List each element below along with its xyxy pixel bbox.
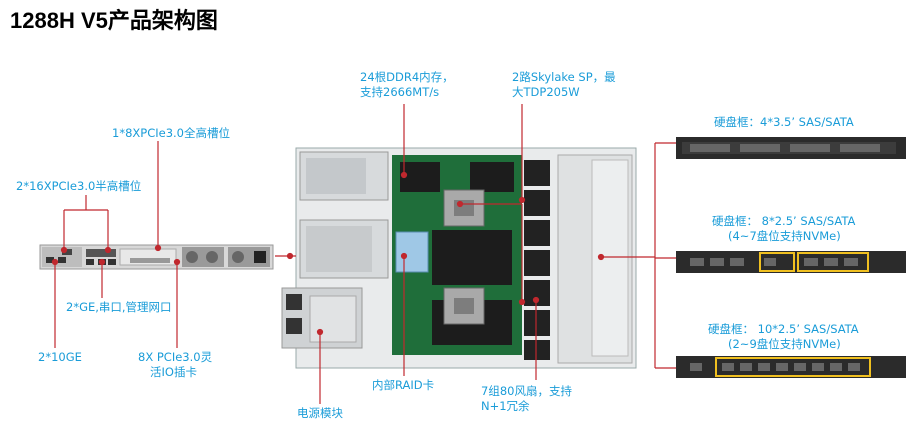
- label-disk-4x3-5: 硬盘框：4*3.5’ SAS/SATA: [714, 115, 854, 129]
- label-cpu-line2: 大TDP205W: [512, 85, 580, 99]
- label-disk-10x2-5-line1: 硬盘框： 10*2.5’ SAS/SATA: [708, 322, 859, 336]
- label-raid: 内部RAID卡: [372, 378, 435, 392]
- label-memory-line2: 支持2666MT/s: [360, 85, 440, 99]
- label-10ge: 2*10GE: [38, 350, 82, 364]
- label-disk-10x2-5-line2: (2~9盘位支持NVMe): [728, 337, 841, 351]
- label-cpu-line1: 2路Skylake SP，最: [512, 70, 616, 84]
- label-ge-serial-mgmt: 2*GE,串口,管理网口: [66, 300, 172, 314]
- front-panel-8x2-5: [676, 251, 906, 273]
- rear-panel: [39, 244, 274, 270]
- leader-lines: [51, 104, 676, 404]
- label-disk-8x2-5-line1: 硬盘框： 8*2.5’ SAS/SATA: [712, 214, 856, 228]
- label-disk-8x2-5-line2: (4~7盘位支持NVMe): [728, 229, 841, 243]
- label-pcie-half-height: 2*16XPCIe3.0半高槽位: [16, 179, 142, 193]
- label-pcie-full-height: 1*8XPCIe3.0全高槽位: [112, 126, 230, 140]
- chassis-top-view: [281, 147, 637, 369]
- label-fans-line1: 7组80风扇，支持: [481, 384, 572, 398]
- label-fans-line2: N+1冗余: [481, 399, 530, 413]
- page-title: 1288H V5产品架构图: [10, 8, 218, 33]
- label-memory-line1: 24根DDR4内存，: [360, 70, 454, 84]
- front-panel-4x3-5: [676, 137, 906, 159]
- label-flex-io-line1: 8X PCIe3.0灵: [138, 350, 213, 364]
- label-flex-io-line2: 活IO插卡: [150, 365, 197, 379]
- label-psu: 电源模块: [297, 406, 343, 420]
- front-panel-10x2-5: [676, 356, 906, 378]
